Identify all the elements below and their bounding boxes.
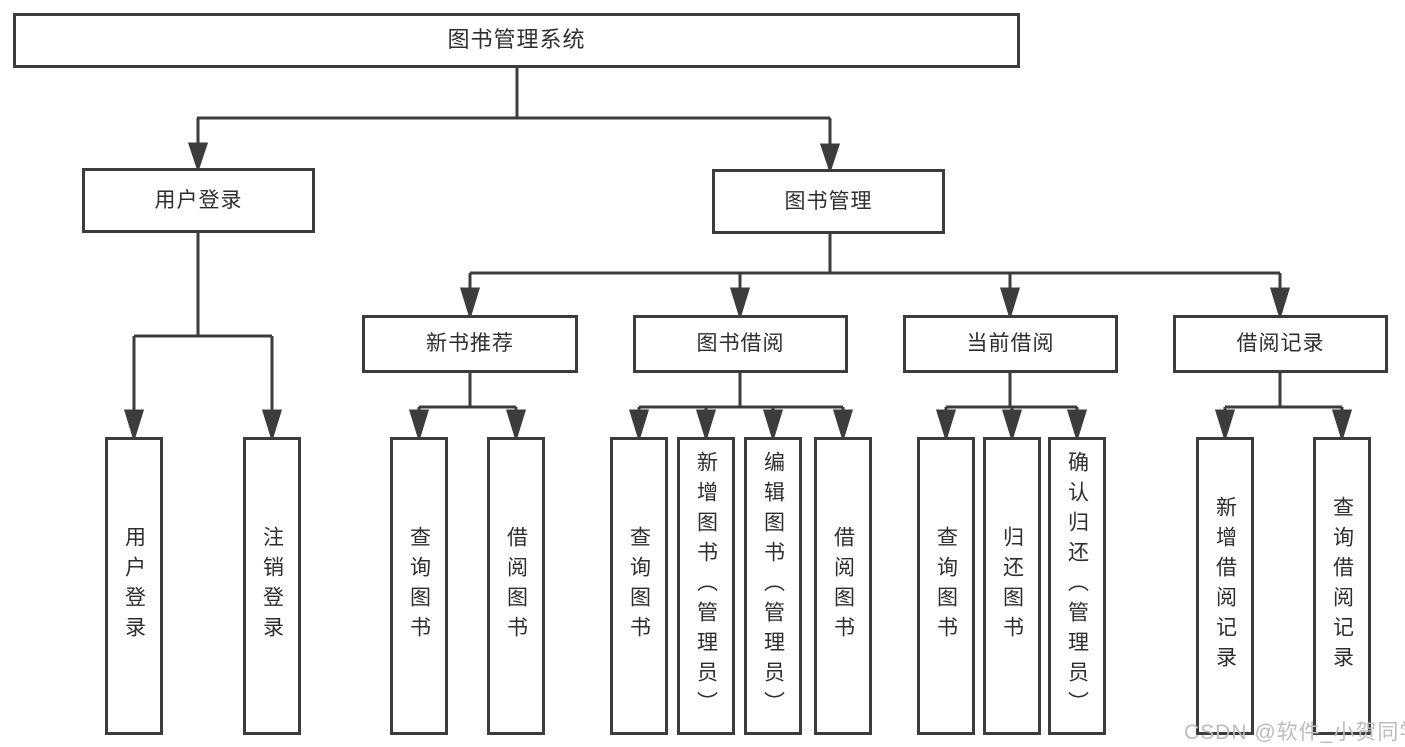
csdn-watermark: CSDN @软件_小贺同学 xyxy=(1184,721,1405,744)
leaf-query-books: 查询图书 xyxy=(390,437,448,735)
leaf-add-borrow-record: 新增借阅记录 xyxy=(1196,437,1254,735)
leaf-user-login: 用户登录 xyxy=(105,437,163,735)
leaf-query-borrow-record: 查询借阅记录 xyxy=(1313,437,1371,735)
connector-newbook-to-leaves xyxy=(408,373,527,443)
arrowhead xyxy=(459,287,481,321)
connector-root-to-level2 xyxy=(187,68,841,174)
leaf-logout: 注销登录 xyxy=(243,437,301,735)
arrowhead xyxy=(762,409,784,443)
connector-borrowing-to-leaves xyxy=(628,373,854,443)
arrowhead xyxy=(1331,409,1353,443)
connector-current-to-leaves xyxy=(935,373,1088,443)
arrowhead xyxy=(628,409,650,443)
arrowhead xyxy=(505,409,527,443)
connector-bookmgmt-to-level3 xyxy=(459,234,1291,321)
arrowhead xyxy=(123,409,145,443)
node-book-borrowing: 图书借阅 xyxy=(633,315,848,373)
leaf-query-books: 查询图书 xyxy=(610,437,668,735)
arrowhead xyxy=(832,409,854,443)
leaf-borrow-books: 借阅图书 xyxy=(487,437,545,735)
arrowhead xyxy=(935,409,957,443)
arrowhead xyxy=(408,409,430,443)
leaf-query-books: 查询图书 xyxy=(917,437,975,735)
leaf-confirm-return-admin: 确认归还（管理员） xyxy=(1048,437,1106,735)
arrowhead xyxy=(999,287,1021,321)
node-system-root: 图书管理系统 xyxy=(13,13,1020,68)
arrowhead xyxy=(695,409,717,443)
connector-userlogin-to-leaves xyxy=(123,233,283,443)
leaf-edit-books-admin: 编辑图书（管理员） xyxy=(744,437,802,735)
arrowhead xyxy=(1066,409,1088,443)
leaf-add-books-admin: 新增图书（管理员） xyxy=(677,437,735,735)
node-user-login: 用户登录 xyxy=(82,168,315,233)
arrowhead xyxy=(261,409,283,443)
arrowhead xyxy=(187,142,209,173)
arrowhead xyxy=(819,143,841,174)
node-new-book-recommend: 新书推荐 xyxy=(362,315,578,373)
node-book-management: 图书管理 xyxy=(712,169,945,234)
node-current-borrowing: 当前借阅 xyxy=(903,315,1118,373)
arrowhead xyxy=(1269,287,1291,321)
arrowhead xyxy=(1001,409,1023,443)
arrowhead xyxy=(729,287,751,321)
leaf-return-books: 归还图书 xyxy=(983,437,1041,735)
leaf-borrow-books: 借阅图书 xyxy=(814,437,872,735)
connector-records-to-leaves xyxy=(1214,373,1353,443)
node-borrowing-records: 借阅记录 xyxy=(1173,315,1388,373)
arrowhead xyxy=(1214,409,1236,443)
